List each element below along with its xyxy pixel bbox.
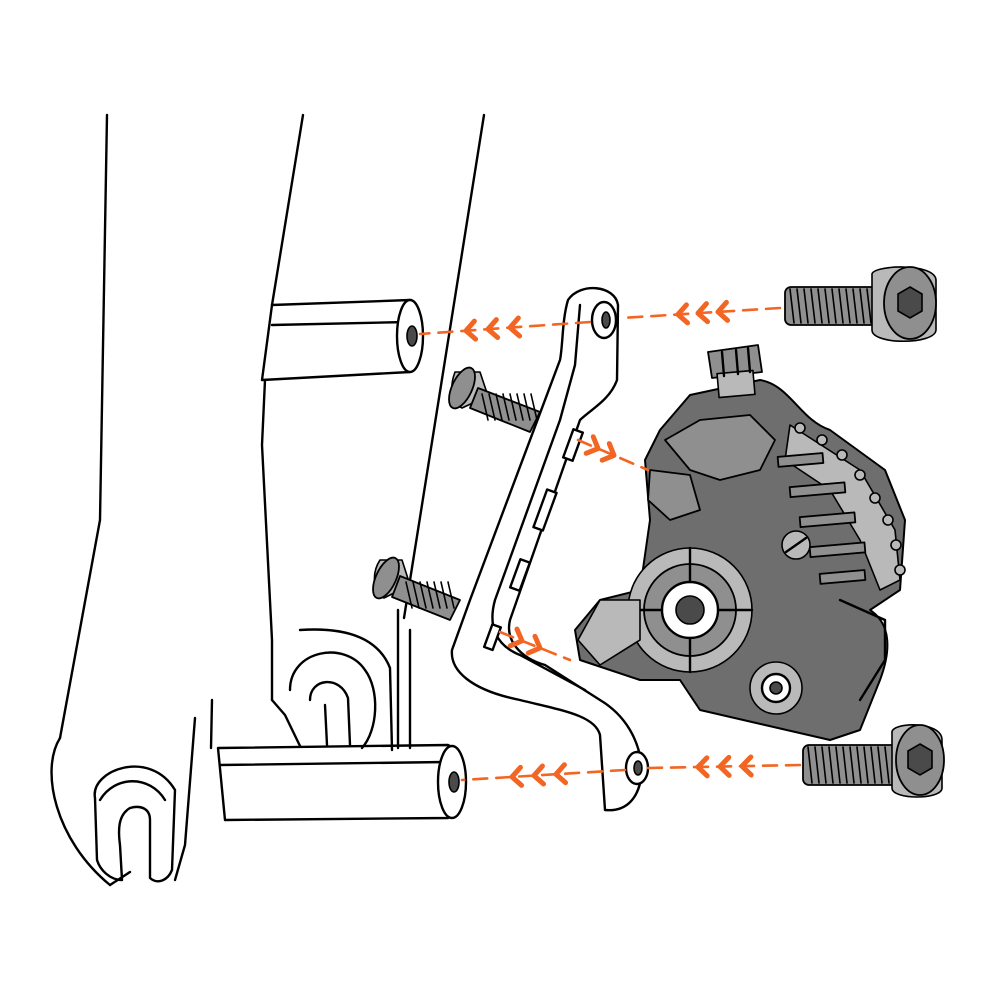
countersunk-bolt-lower <box>372 556 461 621</box>
socket-bolt-bottom <box>802 724 945 798</box>
chevron-arrow-icon <box>553 762 569 786</box>
chevron-arrow-icon <box>583 434 601 456</box>
chevron-arrow-icon <box>717 754 732 778</box>
arrow-adapter-to-fork-bottom <box>460 762 627 788</box>
arrow-adapter-to-fork-top <box>418 315 592 342</box>
socket-bolt-top <box>784 266 937 343</box>
countersunk-bolt-upper <box>448 366 541 433</box>
chevron-arrow-icon <box>525 633 543 656</box>
chevron-arrow-icon <box>507 626 525 649</box>
chevron-arrow-icon <box>509 764 525 788</box>
chevron-arrow-icon <box>507 315 523 339</box>
chevron-arrow-icon <box>695 301 711 325</box>
brake-caliper <box>574 344 906 741</box>
assembly-arrows <box>418 299 802 788</box>
arrow-top-bolt-to-adapter <box>620 299 782 326</box>
chevron-arrow-icon <box>463 318 479 342</box>
chevron-arrow-icon <box>675 302 691 326</box>
chevron-arrow-icon <box>599 441 617 463</box>
arrow-bottom-bolt-to-adapter <box>646 754 802 779</box>
chevron-arrow-icon <box>485 317 501 341</box>
arrow-adapter-to-caliper-lower <box>498 626 572 662</box>
arrow-adapter-to-caliper-upper <box>576 434 650 472</box>
fork-leg <box>50 113 486 887</box>
chevron-arrow-icon <box>739 754 754 778</box>
chevron-arrow-icon <box>531 763 547 787</box>
chevron-arrow-icon <box>715 299 731 323</box>
chevron-arrow-icon <box>695 755 710 779</box>
adapter-bracket <box>450 286 650 812</box>
